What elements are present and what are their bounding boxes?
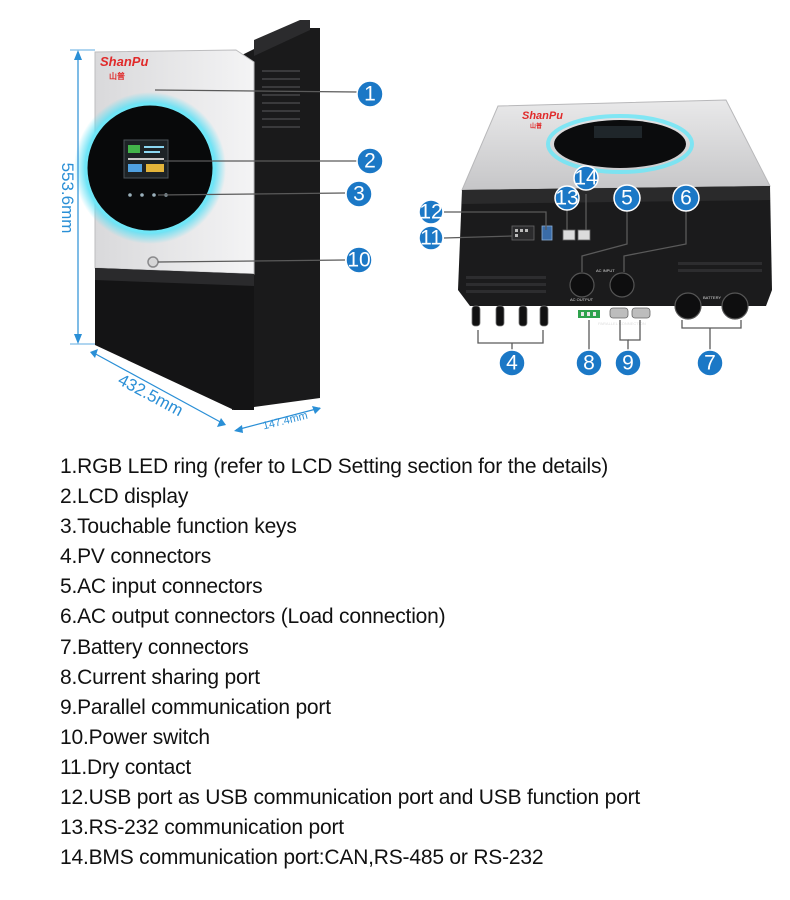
legend-item: 14.BMS communication port:CAN,RS-485 or … [60, 846, 544, 870]
battery-connector-positive [674, 292, 702, 320]
svg-text:7: 7 [704, 352, 716, 375]
badge-13: 13 [554, 185, 580, 211]
badge-12: 12 [418, 199, 444, 225]
legend-item: 4.PV connectors [60, 545, 212, 569]
badge-3: 3 [345, 180, 373, 208]
product-diagram: ShanPu 山普 553.6mm [58, 20, 772, 433]
svg-text:3: 3 [353, 183, 365, 206]
svg-text:PARALLEL CONNECTION: PARALLEL CONNECTION [598, 321, 646, 326]
legend-item: 6.AC output connectors (Load connection) [60, 605, 446, 629]
side-vent-grille [262, 70, 300, 128]
svg-text:1: 1 [364, 83, 376, 106]
badge-1: 1 [356, 80, 384, 108]
inverter-back-view: ShanPu 山普 AC INPUT AC OUTPUT [458, 99, 772, 327]
badge-9: 9 [614, 349, 642, 377]
power-switch [147, 256, 159, 268]
dimension-height [70, 49, 95, 345]
dry-contact [511, 225, 535, 241]
rs232-port [562, 229, 576, 241]
component-legend: 1.RGB LED ring (refer to LCD Setting sec… [60, 452, 780, 873]
legend-item: 3.Touchable function keys [60, 515, 297, 539]
badge-6: 6 [672, 184, 700, 212]
dimension-depth-label: 147.4mm [262, 410, 309, 433]
svg-text:6: 6 [680, 187, 692, 210]
badge-5: 5 [613, 184, 641, 212]
svg-text:10: 10 [347, 249, 370, 272]
svg-text:山普: 山普 [530, 122, 542, 130]
svg-text:14: 14 [574, 167, 598, 190]
badge-10: 10 [345, 246, 373, 274]
svg-text:12: 12 [419, 201, 442, 224]
legend-item: 5.AC input connectors [60, 575, 263, 599]
bms-port [577, 229, 591, 241]
svg-text:11: 11 [420, 227, 442, 250]
badge-11: 11 [418, 225, 444, 251]
lcd-display [123, 139, 169, 179]
parallel-port-2 [631, 307, 651, 319]
svg-text:4: 4 [506, 352, 518, 375]
callout-badges: 1 2 3 10 12 11 13 14 5 6 4 8 9 7 [345, 80, 724, 377]
legend-item: 9.Parallel communication port [60, 695, 331, 719]
svg-text:BATTERY: BATTERY [703, 295, 721, 300]
current-sharing-port [578, 310, 600, 318]
legend-item: 13.RS-232 communication port [60, 816, 344, 840]
pv-connectors [471, 305, 549, 327]
dimension-height-label: 553.6mm [58, 163, 77, 234]
svg-text:9: 9 [622, 352, 634, 375]
svg-text:ShanPu: ShanPu [100, 54, 148, 69]
svg-text:8: 8 [583, 352, 595, 375]
inverter-front-view: ShanPu 山普 [74, 20, 320, 410]
svg-text:13: 13 [555, 187, 578, 210]
parallel-port-1 [609, 307, 629, 319]
dimension-width [90, 349, 226, 427]
badge-8: 8 [575, 349, 603, 377]
legend-item: 2.LCD display [60, 485, 189, 509]
ac-input-connector [569, 272, 595, 298]
svg-text:2: 2 [364, 150, 376, 173]
battery-connector-negative [721, 292, 749, 320]
badge-7: 7 [696, 349, 724, 377]
ac-output-connector [609, 272, 635, 298]
legend-item: 12.USB port as USB communication port an… [60, 786, 640, 810]
dimension-depth [234, 406, 321, 433]
svg-text:山普: 山普 [109, 71, 125, 81]
legend-item: 8.Current sharing port [60, 665, 260, 689]
badge-4: 4 [498, 349, 526, 377]
legend-item: 1.RGB LED ring (refer to LCD Setting sec… [60, 455, 609, 478]
svg-text:ShanPu: ShanPu [522, 110, 563, 122]
svg-text:AC OUTPUT: AC OUTPUT [570, 297, 594, 302]
legend-item: 10.Power switch [60, 725, 210, 749]
brand-logo: ShanPu 山普 [100, 54, 148, 81]
usb-port [541, 225, 553, 241]
legend-item: 11.Dry contact [60, 755, 192, 779]
badge-14: 14 [573, 165, 599, 191]
svg-text:5: 5 [621, 187, 633, 210]
legend-item: 7.Battery connectors [60, 635, 249, 659]
svg-text:AC INPUT: AC INPUT [596, 268, 615, 273]
callout-leaders [154, 89, 742, 350]
badge-2: 2 [356, 147, 384, 175]
